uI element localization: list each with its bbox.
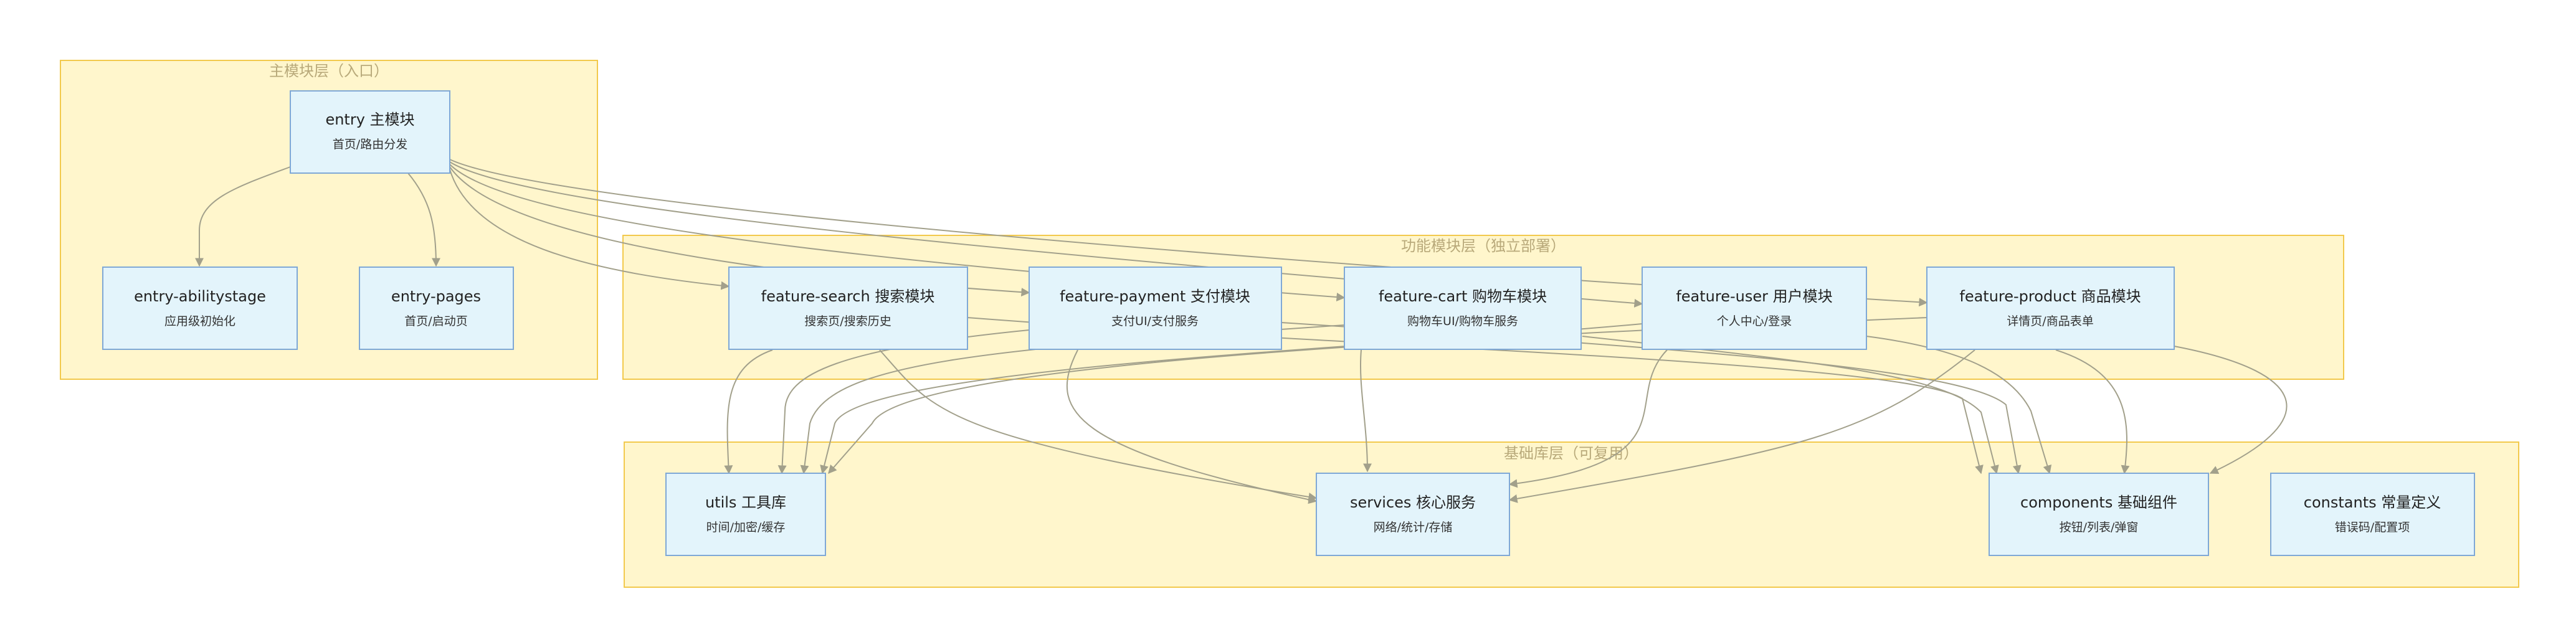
node-constants-title: constants 常量定义 — [2304, 494, 2441, 511]
node-feature-payment-title: feature-payment 支付模块 — [1060, 288, 1250, 305]
edge-product-to-components — [2055, 349, 2130, 474]
group-base-label: 基础库层（可复用） — [1504, 445, 1638, 462]
node-feature-user-subtitle: 个人中心/登录 — [1717, 314, 1792, 328]
node-entry-abilitystage-title: entry-abilitystage — [134, 288, 266, 305]
edge-entry-to-search — [449, 169, 730, 290]
node-services-subtitle: 网络/统计/存储 — [1374, 521, 1453, 534]
node-entry-abilitystage-subtitle: 应用级初始化 — [164, 314, 235, 328]
group-base-layer: 基础库层（可复用） — [624, 441, 2519, 588]
node-services-title: services 核心服务 — [1350, 494, 1476, 511]
node-feature-cart-title: feature-cart 购物车模块 — [1379, 288, 1547, 305]
edge-entry-to-pages — [407, 172, 440, 267]
node-components-subtitle: 按钮/列表/弹窗 — [2060, 521, 2139, 534]
edge-payment-to-services — [1066, 349, 1318, 504]
node-entry-subtitle: 首页/路由分发 — [333, 138, 407, 151]
edge-entry-to-product — [449, 159, 1928, 307]
node-components[interactable]: components 基础组件 按钮/列表/弹窗 — [1989, 473, 2209, 556]
node-services[interactable]: services 核心服务 网络/统计/存储 — [1316, 473, 1510, 556]
node-feature-product[interactable]: feature-product 商品模块 详情页/商品表单 — [1926, 267, 2175, 350]
node-utils[interactable]: utils 工具库 时间/加密/缓存 — [665, 473, 826, 556]
node-feature-cart[interactable]: feature-cart 购物车模块 购物车UI/购物车服务 — [1344, 267, 1582, 350]
node-entry-abilitystage[interactable]: entry-abilitystage 应用级初始化 — [102, 267, 298, 350]
node-entry-pages-title: entry-pages — [391, 288, 481, 305]
node-entry[interactable]: entry 主模块 首页/路由分发 — [290, 90, 450, 174]
edge-search-to-utils — [724, 349, 773, 474]
node-feature-product-title: feature-product 商品模块 — [1959, 288, 2141, 305]
edge-user-to-services — [1508, 349, 1668, 488]
group-feature-label: 功能模块层（独立部署） — [1401, 237, 1566, 255]
node-entry-title: entry 主模块 — [325, 111, 414, 128]
node-feature-search[interactable]: feature-search 搜索模块 搜索页/搜索历史 — [728, 267, 968, 350]
node-feature-search-title: feature-search 搜索模块 — [761, 288, 935, 305]
node-utils-title: utils 工具库 — [705, 494, 786, 511]
node-feature-product-subtitle: 详情页/商品表单 — [2007, 314, 2093, 328]
node-feature-cart-subtitle: 购物车UI/购物车服务 — [1407, 314, 1518, 328]
node-utils-subtitle: 时间/加密/缓存 — [706, 521, 786, 534]
edge-search-to-services — [879, 349, 1318, 501]
node-components-title: components 基础组件 — [2020, 494, 2177, 511]
node-constants-subtitle: 错误码/配置项 — [2335, 521, 2410, 534]
node-constants[interactable]: constants 常量定义 错误码/配置项 — [2270, 473, 2475, 556]
edge-entry-to-abilitystage — [195, 166, 291, 267]
edge-product-to-services — [1508, 349, 1975, 503]
node-feature-user-title: feature-user 用户模块 — [1676, 288, 1832, 305]
group-main-label: 主模块层（入口） — [269, 62, 389, 80]
edge-product-to-constants — [2174, 346, 2288, 474]
edge-user-to-components — [1866, 336, 2052, 474]
edge-cart-to-services — [1359, 349, 1372, 473]
node-feature-search-subtitle: 搜索页/搜索历史 — [804, 314, 891, 328]
node-feature-payment-subtitle: 支付UI/支付服务 — [1111, 314, 1199, 328]
node-feature-user[interactable]: feature-user 用户模块 个人中心/登录 — [1642, 267, 1867, 350]
node-entry-pages[interactable]: entry-pages 首页/启动页 — [359, 267, 514, 350]
node-feature-payment[interactable]: feature-payment 支付模块 支付UI/支付服务 — [1029, 267, 1282, 350]
node-entry-pages-subtitle: 首页/启动页 — [404, 314, 467, 328]
